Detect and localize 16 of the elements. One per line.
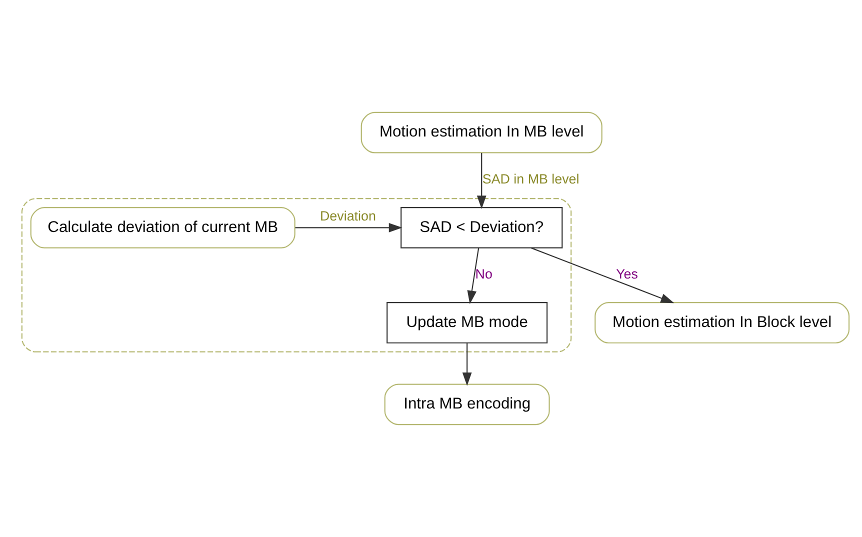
- edge-label: No: [475, 266, 492, 282]
- arrow: [295, 222, 402, 232]
- node-box: Update MB mode: [386, 302, 548, 344]
- node-box: Calculate deviation of current MB: [30, 206, 296, 248]
- node-box: Motion estimation In Block level: [594, 302, 850, 344]
- arrow: [476, 152, 486, 210]
- edge-label: Deviation: [320, 208, 376, 224]
- arrow: [467, 248, 480, 304]
- arrow: [462, 343, 472, 386]
- node-box: Motion estimation In MB level: [360, 112, 602, 154]
- arrow: [530, 247, 674, 304]
- cluster: [21, 198, 572, 352]
- node-box: Intra MB encoding: [384, 384, 550, 426]
- edge-label: Yes: [616, 266, 638, 282]
- node-box: SAD < Deviation?: [400, 206, 563, 248]
- edge-label: SAD in MB level: [482, 172, 580, 187]
